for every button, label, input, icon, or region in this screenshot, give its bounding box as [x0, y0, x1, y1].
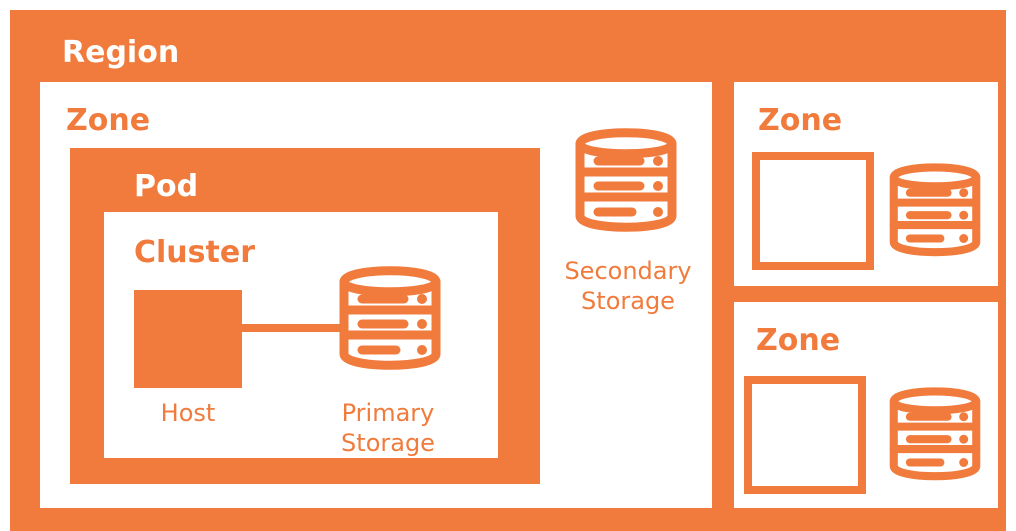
pod-label: Pod: [134, 169, 199, 204]
host-storage-connector: [242, 324, 340, 332]
cluster-label: Cluster: [134, 235, 255, 270]
host-label: Host: [134, 398, 242, 428]
host-icon: [744, 376, 866, 494]
database-icon: [575, 128, 677, 232]
database-icon: [889, 163, 981, 257]
primary-storage-line-2: Storage: [341, 429, 435, 457]
host-icon: [134, 290, 242, 388]
primary-storage-label: Primary Storage: [318, 398, 458, 458]
database-icon: [339, 266, 441, 370]
host-label-text: Host: [160, 399, 216, 427]
region-label: Region: [62, 35, 180, 70]
secondary-storage-line-2: Storage: [581, 287, 675, 315]
zone-top-right-label: Zone: [758, 103, 843, 138]
database-icon: [889, 387, 981, 481]
zone-bottom-right-label: Zone: [756, 323, 841, 358]
secondary-storage-line-1: Secondary: [564, 257, 692, 285]
secondary-storage-label: Secondary Storage: [548, 256, 708, 316]
primary-storage-line-1: Primary: [341, 399, 435, 427]
host-icon: [752, 152, 874, 270]
zone-main-label: Zone: [66, 103, 151, 138]
